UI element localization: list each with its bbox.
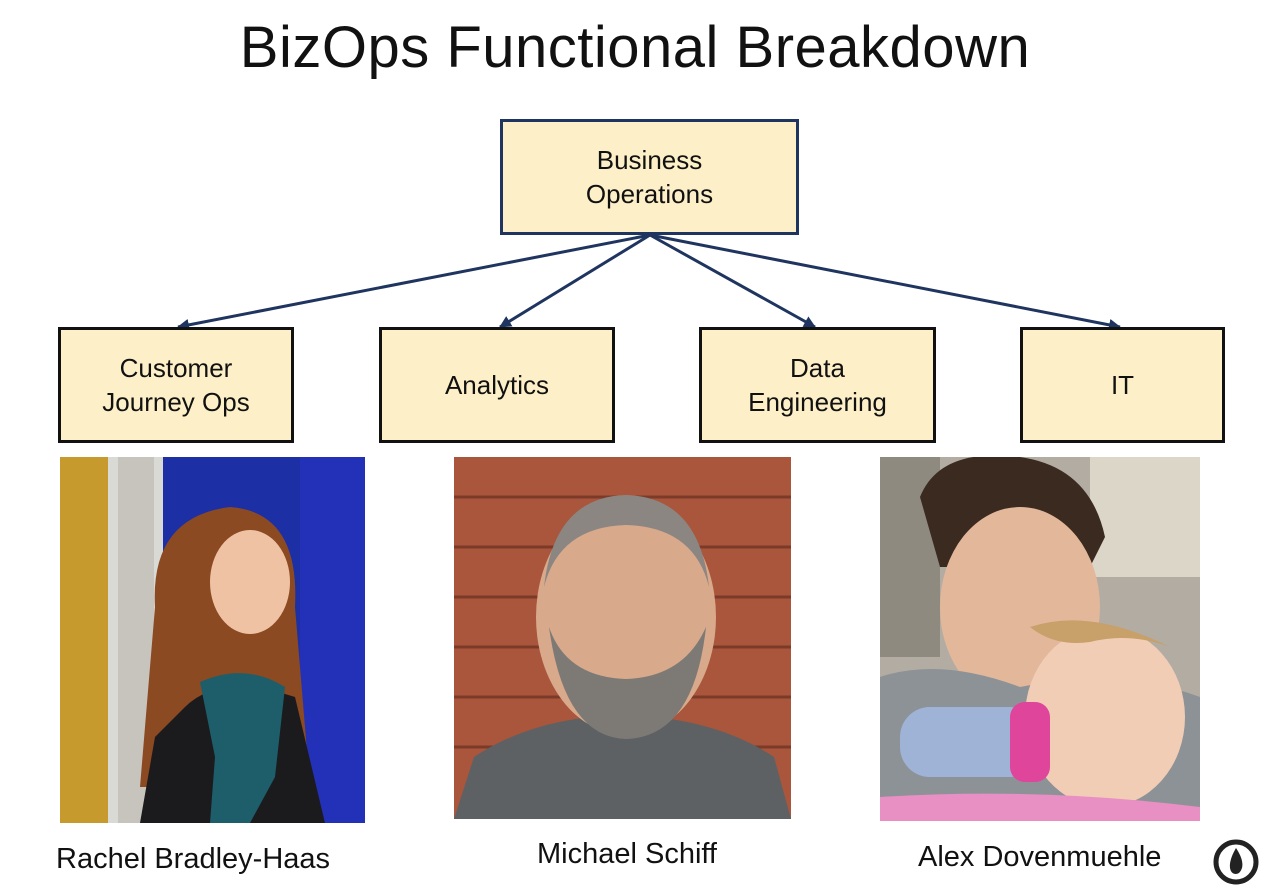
portrait-photo-alex (880, 457, 1200, 821)
box-business-operations: Business Operations (500, 119, 799, 235)
company-logo-icon (1212, 838, 1260, 886)
arrow-to-customer-journey-ops (177, 233, 651, 331)
arrow-to-analytics (499, 233, 651, 329)
person-name-rachel: Rachel Bradley-Haas (56, 843, 331, 875)
box-business-operations-label: Business Operations (585, 145, 714, 209)
box-it: IT (1020, 327, 1225, 443)
box-data-engineering-label: Data Engineering (748, 353, 887, 417)
box-analytics: Analytics (379, 327, 615, 443)
portrait-photo-michael (454, 457, 791, 819)
box-data-engineering: Data Engineering (699, 327, 936, 443)
box-it-label: IT (1110, 370, 1135, 400)
person-name-michael: Michael Schiff (537, 838, 717, 870)
box-customer-journey-ops-label: Customer Journey Ops (102, 353, 250, 417)
page-title: BizOps Functional Breakdown (239, 15, 1031, 80)
portrait-photo-rachel (60, 457, 365, 823)
arrow-to-it (649, 233, 1121, 331)
arrow-to-data-engineering (649, 233, 816, 329)
box-customer-journey-ops: Customer Journey Ops (58, 327, 294, 443)
person-name-alex: Alex Dovenmuehle (918, 841, 1162, 873)
box-analytics-label: Analytics (444, 370, 550, 400)
